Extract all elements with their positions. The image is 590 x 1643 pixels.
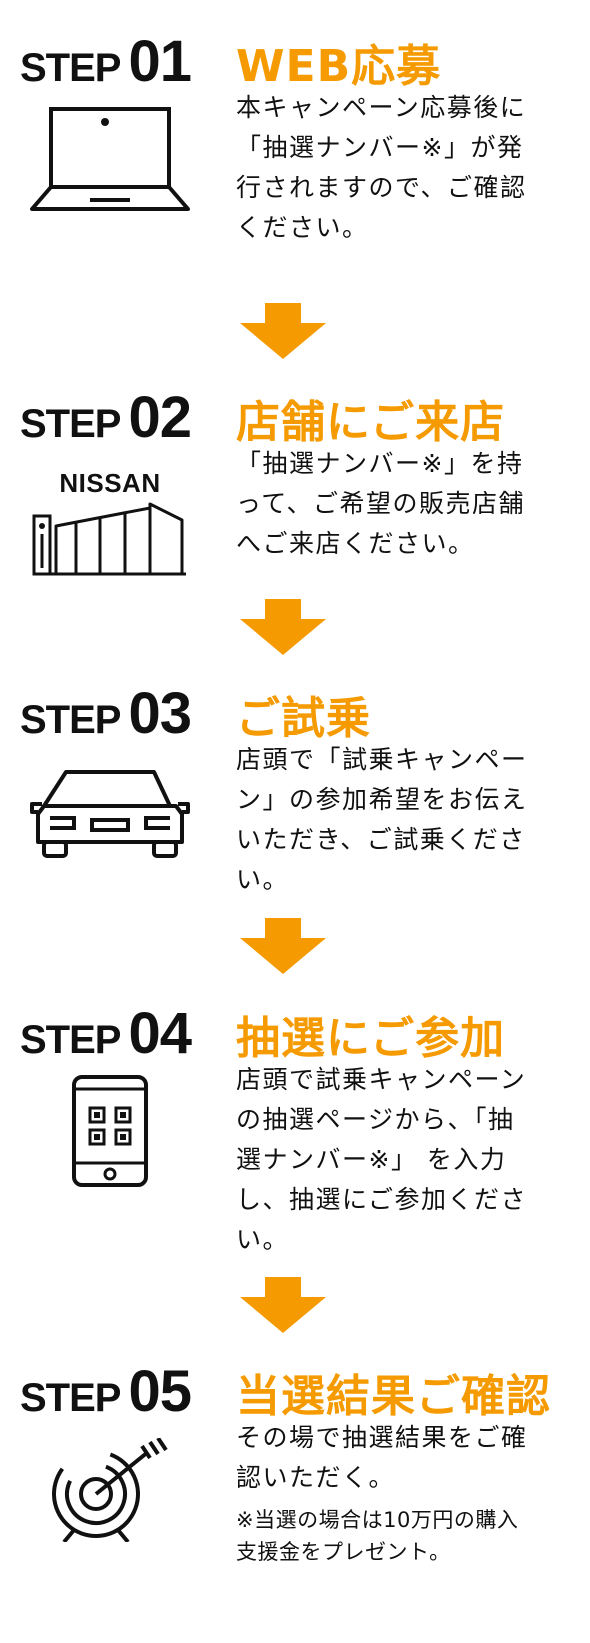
description-line: い。 — [236, 865, 290, 894]
description-line: 行されますので、ご確認 — [236, 173, 527, 202]
step-word: STEP — [20, 402, 121, 446]
nissan-store-icon: NISSAN — [30, 468, 190, 578]
description-line: 認いただく。 — [236, 1463, 396, 1492]
step-word: STEP — [20, 1376, 121, 1420]
note-line: ※当選の場合は10万円の購入 — [236, 1508, 519, 1532]
description-line: って、ご希望の販売店舗 — [236, 489, 526, 518]
nissan-logo-text: NISSAN — [59, 468, 161, 498]
laptop-icon — [30, 106, 190, 212]
step-label: STEP 01 — [20, 28, 192, 94]
description-line: 店頭で試乗キャンペーン — [236, 1065, 527, 1094]
arrow-down-icon — [240, 1277, 326, 1333]
step-description: 店頭で試乗キャンペーン の抽選ページから、「抽 選ナンバー※」 を入力 し、抽選… — [236, 1060, 566, 1260]
description-line: その場で抽選結果をご確 — [236, 1423, 528, 1452]
description-line: ください。 — [236, 213, 369, 242]
note-line: 支援金をプレゼント。 — [236, 1540, 451, 1564]
step-number: 02 — [128, 385, 192, 450]
step-title: 抽選にご参加 — [236, 1013, 506, 1064]
arrow-down-icon — [240, 918, 326, 974]
step-note: ※当選の場合は10万円の購入 支援金をプレゼント。 — [236, 1504, 566, 1568]
description-line: いただき、ご試乗くださ — [236, 825, 526, 854]
step-label: STEP 02 — [20, 384, 192, 450]
step-title: 店舗にご来店 — [236, 397, 506, 448]
car-icon — [30, 764, 190, 860]
step-label: STEP 04 — [20, 1000, 192, 1066]
step-description: その場で抽選結果をご確 認いただく。 — [236, 1418, 566, 1498]
step-label: STEP 05 — [20, 1358, 192, 1424]
step-title: WEB応募 — [236, 41, 442, 92]
step-number: 03 — [128, 681, 192, 746]
description-line: ン」の参加希望をお伝え — [236, 785, 528, 814]
step-title: ご試乗 — [236, 693, 371, 744]
arrow-down-icon — [240, 303, 326, 359]
target-arrow-icon — [30, 1438, 190, 1542]
step-number: 01 — [128, 29, 192, 94]
step-number: 05 — [128, 1359, 192, 1424]
arrow-down-icon — [240, 599, 326, 655]
description-line: 本キャンペーン応募後に — [236, 93, 527, 122]
step-word: STEP — [20, 1018, 121, 1062]
step-label: STEP 03 — [20, 680, 192, 746]
step-number: 04 — [128, 1001, 192, 1066]
description-line: の抽選ページから、「抽 — [236, 1105, 515, 1134]
step-word: STEP — [20, 698, 121, 742]
description-line: 「抽選ナンバー※」が発 — [236, 133, 524, 162]
step-title: 当選結果ご確認 — [236, 1371, 551, 1422]
description-line: し、抽選にご参加くださ — [236, 1185, 528, 1214]
step-description: 店頭で「試乗キャンペー ン」の参加希望をお伝え いただき、ご試乗くださ い。 — [236, 740, 566, 900]
description-line: 店頭で「試乗キャンペー — [236, 745, 528, 774]
description-line: い。 — [236, 1225, 290, 1254]
step-word: STEP — [20, 46, 121, 90]
step-description: 本キャンペーン応募後に 「抽選ナンバー※」が発 行されますので、ご確認 ください… — [236, 88, 566, 248]
step-description: 「抽選ナンバー※」を持 って、ご希望の販売店舗 へご来店ください。 — [236, 444, 566, 564]
smartphone-qr-icon — [30, 1075, 190, 1187]
description-line: 「抽選ナンバー※」を持 — [236, 449, 524, 478]
description-line: へご来店ください。 — [236, 529, 475, 558]
description-line: 選ナンバー※」 を入力 — [236, 1145, 507, 1174]
